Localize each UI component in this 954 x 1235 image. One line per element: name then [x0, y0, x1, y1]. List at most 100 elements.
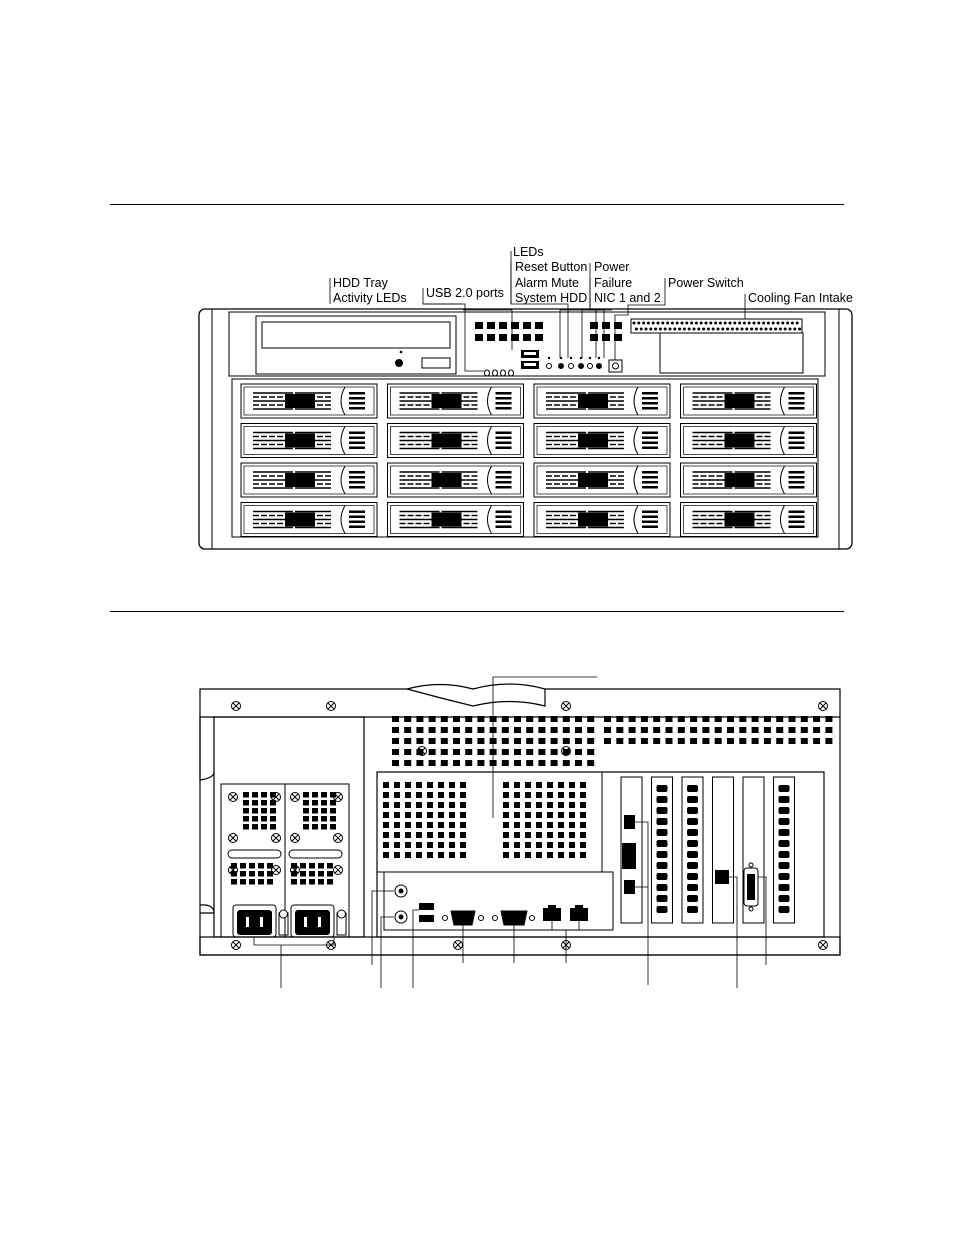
vent-hole	[312, 816, 318, 822]
vent-hole	[587, 749, 595, 755]
vent-hole	[405, 842, 411, 848]
label-cooling-fan-intake: Cooling Fan Intake	[748, 291, 853, 305]
vent-hole	[547, 792, 553, 798]
vent-hole	[427, 822, 433, 828]
psu-screw	[333, 865, 343, 875]
rear-usb-ports[interactable]	[419, 903, 434, 922]
vent-hole	[665, 727, 673, 733]
vga-port[interactable]	[492, 910, 535, 926]
hdd-bays[interactable]	[240, 383, 817, 537]
vent-hole	[739, 716, 747, 722]
vent-hole	[460, 852, 466, 858]
vent-hole	[394, 782, 400, 788]
screw	[231, 940, 241, 950]
fan-hole	[738, 321, 742, 325]
vent-hole	[550, 760, 558, 766]
vent-hole	[702, 727, 710, 733]
label-nic: NIC 1 and 2	[594, 291, 661, 305]
vent-hole	[677, 716, 685, 722]
vent-hole	[501, 738, 509, 744]
expansion-slots[interactable]	[620, 776, 795, 924]
label-leds: LEDs	[513, 245, 544, 259]
vent-hole	[261, 824, 267, 830]
label-reset-button: Reset Button	[515, 260, 587, 274]
vent-hole	[575, 727, 582, 733]
vent-hole	[569, 842, 575, 848]
fan-hole	[706, 327, 710, 331]
vent-hole	[562, 727, 570, 733]
fan-hole	[774, 327, 778, 331]
vent-hole	[523, 334, 531, 341]
vent-hole	[427, 832, 433, 838]
vent-hole	[392, 760, 399, 766]
vent-hole	[489, 716, 497, 722]
vent-hole	[460, 812, 466, 818]
addon-card-ports[interactable]	[622, 815, 759, 912]
vent-hole	[270, 816, 276, 822]
vent-hole	[640, 738, 648, 744]
vent-hole	[547, 842, 553, 848]
fan-hole	[632, 321, 636, 325]
vent-hole	[449, 822, 455, 828]
vent-hole	[538, 716, 546, 722]
vent-hole	[514, 822, 520, 828]
usb-ports[interactable]	[521, 350, 539, 369]
vent-hole	[270, 808, 276, 814]
vent-hole	[416, 749, 424, 755]
power-switch[interactable]	[608, 359, 623, 373]
activity-led	[508, 369, 514, 377]
vent-hole	[258, 863, 264, 869]
fan-hole	[783, 327, 787, 331]
psu-screw	[271, 833, 281, 843]
vent-hole	[514, 852, 520, 858]
vent-hole	[558, 792, 564, 798]
fan-hole	[682, 327, 686, 331]
vent-hole	[427, 812, 433, 818]
vent-hole	[536, 792, 542, 798]
fan-hole	[786, 321, 790, 325]
rear-callout-lines	[253, 676, 767, 988]
vent-hole	[318, 871, 324, 877]
vent-hole	[547, 832, 553, 838]
vent-hole	[677, 738, 685, 744]
psu-screw	[290, 792, 300, 802]
vent-hole	[514, 792, 520, 798]
vent-hole	[327, 879, 333, 885]
vent-hole	[514, 727, 521, 733]
vent-hole	[460, 802, 466, 808]
lan-ports[interactable]	[543, 905, 588, 921]
vent-hole	[525, 852, 531, 858]
hdd-tray	[387, 383, 524, 419]
hdd-tray	[240, 423, 378, 458]
expansion-slot	[742, 776, 765, 924]
vent-hole	[503, 802, 509, 808]
vent-hole	[536, 822, 542, 828]
fan-hole	[697, 327, 701, 331]
vent-hole	[392, 749, 399, 755]
vent-hole	[604, 727, 611, 733]
vent-hole	[427, 842, 433, 848]
vent-hole	[449, 782, 455, 788]
vent-hole	[303, 816, 309, 822]
vent-hole	[383, 842, 389, 848]
vent-hole	[569, 812, 575, 818]
vent-hole	[440, 727, 448, 733]
vent-hole	[291, 871, 297, 877]
vent-hole	[291, 863, 297, 869]
serial-port[interactable]	[442, 910, 484, 926]
vent-hole	[300, 871, 306, 877]
hdd-activity-leds	[484, 369, 514, 377]
vent-hole	[514, 832, 520, 838]
vent-hole	[514, 842, 520, 848]
fan-hole	[670, 321, 674, 325]
vent-hole	[404, 749, 412, 755]
ac-power-inlets[interactable]	[232, 904, 347, 938]
vent-hole	[321, 808, 327, 814]
expansion-slot	[620, 776, 643, 924]
label-system-hdd: System HDD	[515, 291, 587, 305]
vent-hole	[252, 800, 258, 806]
ps2-ports[interactable]	[394, 884, 408, 924]
vent-hole	[270, 800, 276, 806]
vent-hole	[416, 727, 424, 733]
vent-hole	[300, 863, 306, 869]
